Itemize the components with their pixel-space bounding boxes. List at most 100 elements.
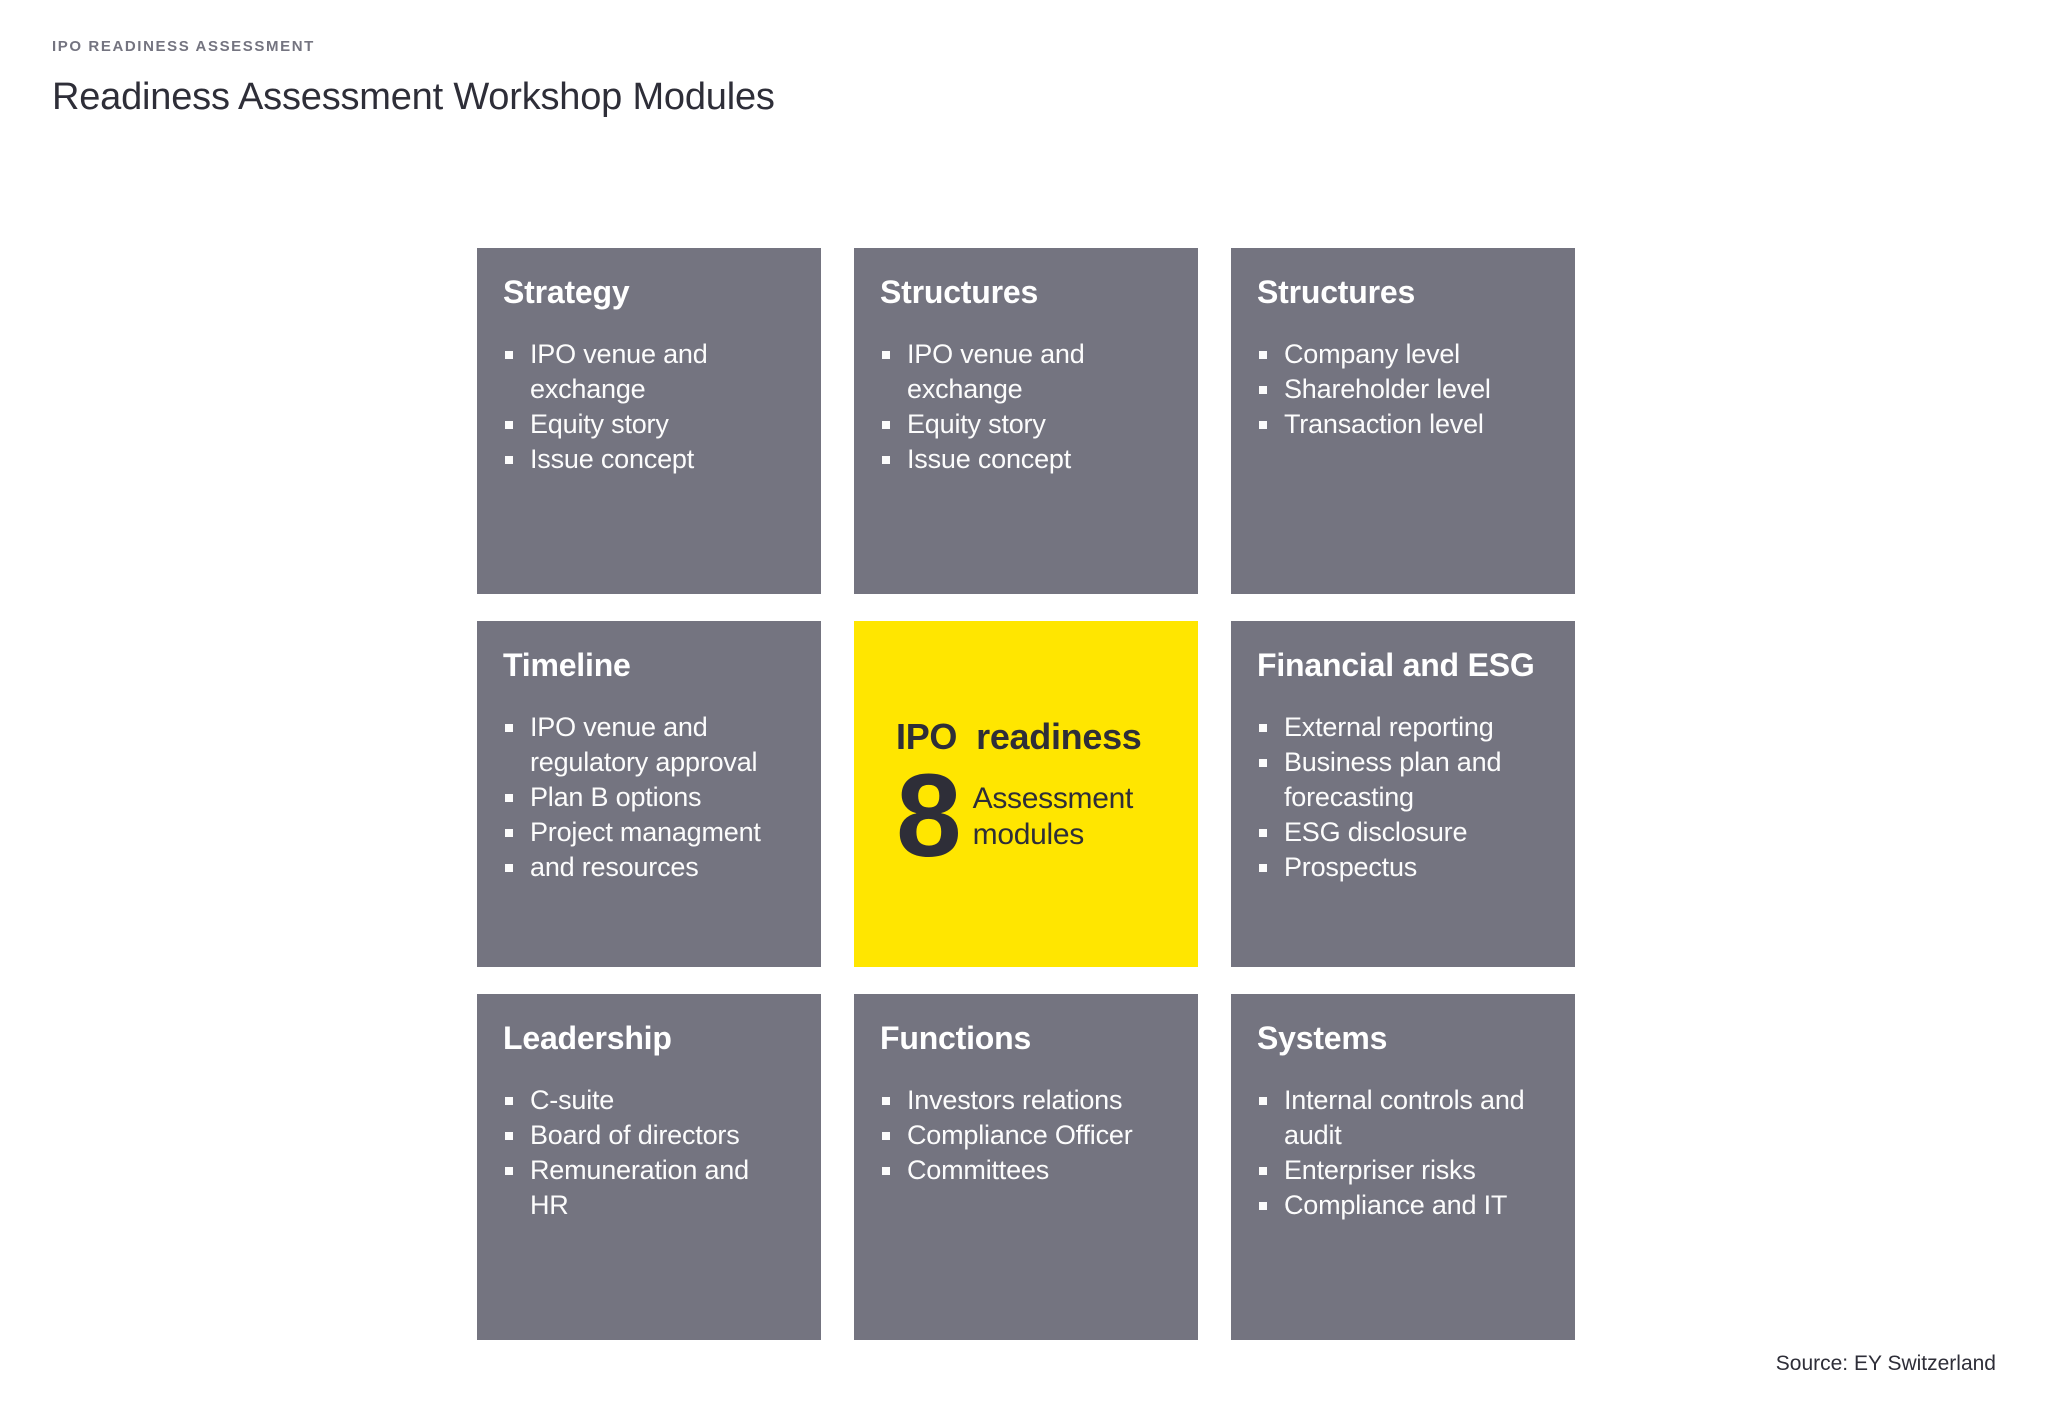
bullet-text: Equity story [530, 409, 669, 439]
modules-grid: Strategy IPO venue and exchange Equity s… [477, 248, 1575, 1340]
bullet-text: Enterpriser risks [1284, 1155, 1476, 1185]
bullet-text: and resources [530, 852, 699, 882]
bullet-square-icon [1259, 1097, 1267, 1105]
module-bullet-list: Internal controls and audit Enterpriser … [1257, 1083, 1551, 1223]
bullet-text: Transaction level [1284, 409, 1484, 439]
bullet-square-icon [1259, 829, 1267, 837]
bullet-text: Board of directors [530, 1120, 740, 1150]
module-count-label-line-2: modules [972, 818, 1085, 852]
bullet-text: External reporting [1284, 712, 1494, 742]
bullet-square-icon [505, 1097, 513, 1105]
bullet-text: Compliance and IT [1284, 1190, 1508, 1220]
bullet-square-icon [1259, 724, 1267, 732]
bullet-item: Equity story [503, 407, 797, 442]
bullet-item: Issue concept [503, 442, 797, 477]
module-title: Financial and ESG [1257, 647, 1535, 683]
bullet-text: Plan B options [530, 782, 702, 812]
bullet-square-icon [505, 456, 513, 464]
bullet-item: Committees [880, 1153, 1174, 1188]
bullet-text: IPO venue and exchange [530, 339, 708, 404]
module-card-leadership: Leadership C-suite Board of directors Re… [477, 994, 821, 1340]
bullet-item: Equity story [880, 407, 1174, 442]
bullet-text: Remuneration and HR [530, 1155, 749, 1220]
bullet-item: Board of directors [503, 1118, 797, 1153]
bullet-square-icon [505, 724, 513, 732]
bullet-square-icon [505, 1132, 513, 1140]
module-bullet-list: IPO venue and exchange Equity story Issu… [880, 337, 1174, 477]
module-bullet-list: C-suite Board of directors Remuneration … [503, 1083, 797, 1223]
bullet-item: Company level [1257, 337, 1551, 372]
center-heading-word-1: IPO [896, 716, 958, 757]
bullet-square-icon [505, 351, 513, 359]
module-card-timeline: Timeline IPO venue and regulatory approv… [477, 621, 821, 967]
module-count-label-line-1: Assessment [972, 782, 1134, 816]
bullet-square-icon [1259, 386, 1267, 394]
bullet-item: Enterpriser risks [1257, 1153, 1551, 1188]
bullet-text: C-suite [530, 1085, 615, 1115]
bullet-square-icon [1259, 864, 1267, 872]
module-card-financial-esg: Financial and ESG External reporting Bus… [1231, 621, 1575, 967]
bullet-item: IPO venue and exchange [503, 337, 797, 407]
bullet-text: ESG disclosure [1284, 817, 1468, 847]
module-title: Functions [880, 1020, 1032, 1056]
module-bullet-list: Company level Shareholder level Transact… [1257, 337, 1551, 442]
module-bullet-list: Investors relations Compliance Officer C… [880, 1083, 1174, 1188]
page-title: Readiness Assessment Workshop Modules [52, 76, 775, 118]
module-card-systems: Systems Internal controls and audit Ente… [1231, 994, 1575, 1340]
bullet-item: Remuneration and HR [503, 1153, 797, 1223]
module-bullet-list: IPO venue and exchange Equity story Issu… [503, 337, 797, 477]
module-bullet-list: External reporting Business plan and for… [1257, 710, 1551, 885]
bullet-item: Business plan and forecasting [1257, 745, 1551, 815]
bullet-square-icon [882, 1132, 890, 1140]
module-title: Structures [1257, 274, 1416, 310]
bullet-item: Prospectus [1257, 850, 1551, 885]
bullet-item: Issue concept [880, 442, 1174, 477]
module-count-number: 8 [896, 750, 962, 882]
bullet-square-icon [505, 794, 513, 802]
bullet-square-icon [882, 1167, 890, 1175]
center-card-heading: IPO readiness [896, 716, 1178, 758]
bullet-square-icon [1259, 1202, 1267, 1210]
module-title: Systems [1257, 1020, 1388, 1056]
bullet-item: Compliance and IT [1257, 1188, 1551, 1223]
module-bullet-list: IPO venue and regulatory approval Plan B… [503, 710, 797, 885]
bullet-item: Internal controls and audit [1257, 1083, 1551, 1153]
module-title: Timeline [503, 647, 631, 683]
source-note: Source: EY Switzerland [1775, 1352, 1996, 1375]
bullet-item: IPO venue and exchange [880, 337, 1174, 407]
bullet-square-icon [1259, 351, 1267, 359]
bullet-text: IPO venue and regulatory approval [530, 712, 758, 777]
bullet-item: External reporting [1257, 710, 1551, 745]
bullet-text: Committees [907, 1155, 1050, 1185]
bullet-text: Company level [1284, 339, 1460, 369]
module-card-functions: Functions Investors relations Compliance… [854, 994, 1198, 1340]
bullet-square-icon [882, 351, 890, 359]
module-card-structures-1: Structures IPO venue and exchange Equity… [854, 248, 1198, 594]
center-card-figure: 8 Assessment modules [896, 750, 1178, 882]
bullet-text: Compliance Officer [907, 1120, 1133, 1150]
bullet-item: C-suite [503, 1083, 797, 1118]
module-title: Structures [880, 274, 1039, 310]
bullet-square-icon [882, 421, 890, 429]
bullet-text: Investors relations [907, 1085, 1123, 1115]
bullet-item: Compliance Officer [880, 1118, 1174, 1153]
bullet-item: Plan B options [503, 780, 797, 815]
bullet-text: Prospectus [1284, 852, 1418, 882]
module-title: Strategy [503, 274, 630, 310]
bullet-item: IPO venue and regulatory approval [503, 710, 797, 780]
bullet-item: Shareholder level [1257, 372, 1551, 407]
bullet-square-icon [1259, 759, 1267, 767]
module-title: Leadership [503, 1020, 672, 1056]
bullet-text: Issue concept [907, 444, 1072, 474]
module-card-structures-2: Structures Company level Shareholder lev… [1231, 248, 1575, 594]
bullet-item: Transaction level [1257, 407, 1551, 442]
module-card-strategy: Strategy IPO venue and exchange Equity s… [477, 248, 821, 594]
bullet-square-icon [882, 456, 890, 464]
bullet-text: IPO venue and exchange [907, 339, 1085, 404]
bullet-square-icon [882, 1097, 890, 1105]
bullet-square-icon [505, 421, 513, 429]
bullet-text: Internal controls and audit [1284, 1085, 1525, 1150]
eyebrow-label: IPO READINESS ASSESSMENT [52, 38, 315, 55]
bullet-square-icon [1259, 421, 1267, 429]
